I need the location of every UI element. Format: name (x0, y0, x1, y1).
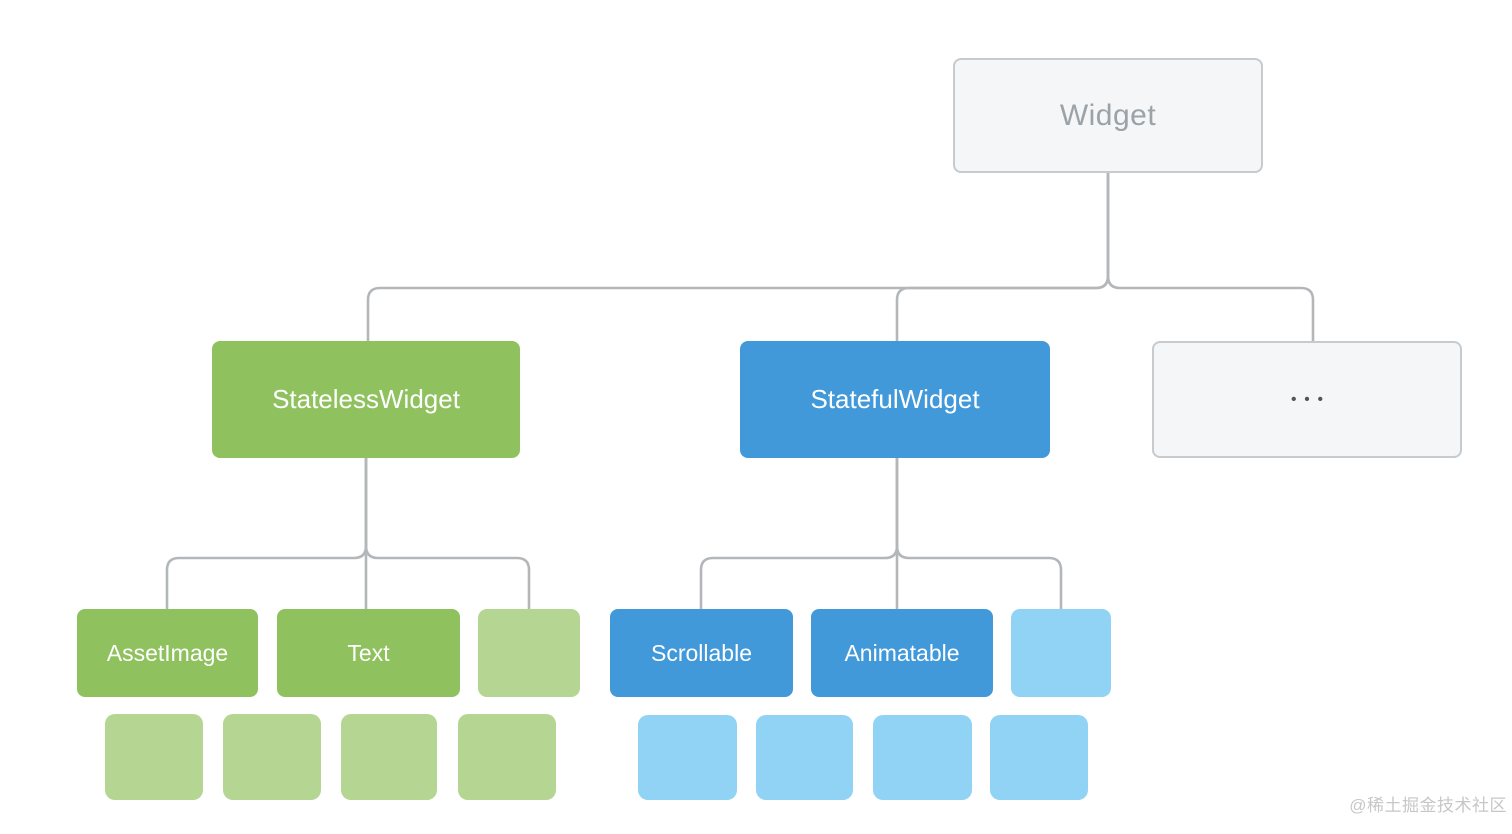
stateful-placeholder-box (873, 715, 972, 800)
stateful-placeholder-box (756, 715, 853, 800)
edge-stateless-assetimage (165, 456, 368, 611)
more-widgets-dots: ••• (1291, 391, 1331, 408)
edge-widget-statefulwidget (895, 171, 1110, 343)
node-statefulwidget: StatefulWidget (740, 341, 1050, 458)
node-more-widgets: ••• (1152, 341, 1462, 458)
node-assetimage-label: AssetImage (106, 639, 229, 666)
watermark-text: @稀土掘金技术社区 (1349, 796, 1507, 815)
node-statefulwidget-label: StatefulWidget (810, 384, 980, 414)
node-stateless-unnamed (478, 609, 580, 697)
stateless-placeholder-box (105, 714, 203, 800)
node-stateful-unnamed (1011, 609, 1111, 697)
node-statelesswidget: StatelessWidget (212, 341, 520, 458)
node-widget-label: Widget (1059, 98, 1157, 132)
node-assetimage: AssetImage (77, 609, 258, 697)
node-animatable: Animatable (811, 609, 993, 697)
edge-stateful-scrollable (699, 456, 899, 611)
node-text-label: Text (347, 639, 390, 666)
edge-widget-more (1106, 171, 1315, 343)
node-text: Text (277, 609, 460, 697)
node-scrollable: Scrollable (610, 609, 793, 697)
node-scrollable-label: Scrollable (651, 639, 752, 666)
edge-stateful-placeholder (895, 456, 1063, 611)
node-animatable-label: Animatable (844, 639, 960, 666)
node-widget: Widget (953, 58, 1263, 173)
stateless-placeholder-box (341, 714, 437, 800)
stateless-placeholder-box (458, 714, 556, 800)
edge-widget-statelesswidget (366, 171, 1110, 343)
node-statelesswidget-label: StatelessWidget (272, 384, 460, 414)
stateful-placeholder-box (638, 715, 737, 800)
edge-stateless-placeholder (364, 456, 531, 611)
stateful-placeholder-box (990, 715, 1088, 800)
stateless-placeholder-box (223, 714, 321, 800)
